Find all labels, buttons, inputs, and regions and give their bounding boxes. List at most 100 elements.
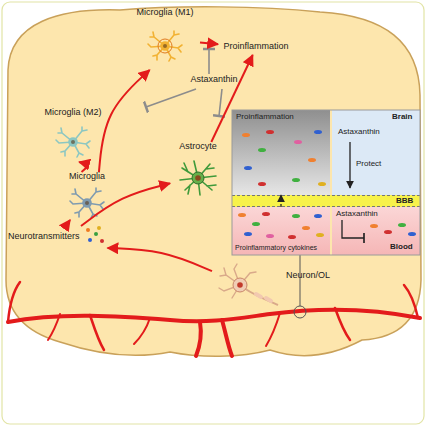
- neurotransmitter-dot: [97, 226, 101, 230]
- cytokine: [244, 166, 252, 170]
- cytokine: [318, 182, 326, 186]
- node-label: Proinflammatory cytokines: [235, 244, 317, 252]
- brain-panel: Proinflammation: [232, 110, 330, 195]
- astrocyte-processes: [180, 161, 216, 195]
- connector-arrow: [211, 55, 252, 142]
- blood-vessels: [8, 282, 420, 356]
- node-label: Astaxanthin: [185, 75, 243, 85]
- connector-arrow: [99, 70, 150, 172]
- node-label: Astaxanthin: [336, 210, 378, 219]
- cell-label-group: Microglia (M2): [38, 108, 108, 162]
- inset-frame: [232, 110, 420, 255]
- cytokine: [242, 133, 250, 137]
- cytokine: [294, 140, 302, 144]
- node-label: Neurotransmitters: [8, 232, 80, 242]
- node-label: Astrocyte: [170, 142, 226, 152]
- cytokine: [308, 158, 316, 162]
- cytokine: [384, 230, 392, 234]
- cytokine: [292, 178, 300, 182]
- neurotransmitter-dot: [94, 232, 98, 236]
- barrier-band: BBB: [232, 195, 420, 207]
- cytokine: [314, 214, 322, 218]
- node-label: Microglia: [62, 172, 112, 182]
- neurotransmitter-dots: [86, 226, 104, 243]
- zoom-circle: [294, 306, 306, 318]
- connector-arrow: [81, 183, 170, 226]
- connector-arrow: [200, 42, 218, 44]
- neurotransmitter-dot: [100, 239, 104, 243]
- inhibition-line: [342, 220, 364, 238]
- cell-label-group: Neuron/OL: [212, 262, 337, 308]
- cytokine: [302, 226, 310, 230]
- cytokine: [244, 232, 252, 236]
- cytokine: [292, 214, 300, 218]
- vessel-branch: [266, 313, 280, 346]
- cytokine: [266, 234, 274, 238]
- cell-label-group: Microglia: [62, 172, 112, 220]
- neuron-body: [233, 278, 247, 292]
- vessel-branch: [404, 285, 418, 318]
- cell-label-group: Microglia (M1): [130, 8, 200, 70]
- cytokine: [262, 212, 270, 216]
- process-label: Proinflammation: [218, 41, 294, 55]
- vessel-branch: [335, 308, 350, 340]
- inhibition-lines: [146, 49, 222, 116]
- node-label: Proinflammation: [236, 113, 294, 122]
- cell-label-group: Astrocyte: [170, 142, 226, 198]
- inset-decoration: [232, 110, 420, 255]
- cytokine: [288, 235, 296, 239]
- astrocyte-body: [192, 172, 204, 184]
- neuron-icon: [219, 264, 278, 305]
- astrocyte-nucleus: [195, 175, 201, 181]
- connector-arrow: [280, 195, 281, 207]
- microglia-m1-halo: [158, 39, 172, 53]
- vessel-branch: [222, 320, 232, 356]
- node-label: Blood: [390, 243, 413, 252]
- blood-panel: Proinflammatory cytokines: [232, 207, 330, 255]
- cytokine: [258, 182, 266, 186]
- cytokine: [252, 222, 260, 226]
- vessel-branch: [8, 282, 20, 322]
- microglia-m2-icon: [56, 127, 90, 157]
- zoom-leader: [300, 255, 301, 306]
- protect-arrow: [349, 142, 350, 188]
- neurotransmitter-dot: [86, 228, 90, 232]
- node-label: Microglia (M2): [38, 108, 108, 118]
- brain-outline: [6, 7, 421, 356]
- node-label: Protect: [356, 160, 381, 169]
- main-vessel: [8, 310, 420, 322]
- neuron-axon: [244, 288, 278, 305]
- myelin-sheath: [256, 294, 271, 301]
- connector-arrow: [108, 248, 212, 271]
- cytokine: [266, 130, 274, 134]
- vessel-branch: [196, 322, 201, 356]
- vessel-branch: [90, 315, 104, 350]
- vessel-branch: [48, 314, 60, 340]
- cytokine: [314, 130, 322, 134]
- microglia-icon: [70, 188, 104, 218]
- cytokine: [370, 224, 378, 228]
- cytokine: [408, 232, 416, 236]
- cytokine: [316, 233, 324, 237]
- cytokine: [398, 223, 406, 227]
- neurotransmitter-dot: [88, 238, 92, 242]
- cytokine: [258, 148, 266, 152]
- node-label: Brain: [392, 113, 412, 122]
- cell-label-group: Neurotransmitters: [8, 226, 108, 248]
- microglia-m1-icon: [148, 31, 182, 61]
- blood-panel: AstaxanthinBlood: [332, 207, 420, 255]
- agent-label: Astaxanthin: [185, 74, 243, 88]
- brain-panel: BrainAstaxanthinProtect: [332, 110, 420, 195]
- inhibition-line: [146, 89, 196, 107]
- connector-arrow: [66, 220, 70, 226]
- node-label: BBB: [396, 197, 413, 206]
- inhibition-line: [208, 49, 210, 74]
- astrocyte-icon: [180, 161, 216, 195]
- inhibition-line: [219, 89, 222, 116]
- connector-arrow: [79, 162, 87, 172]
- cytokine-ovals: [238, 130, 416, 239]
